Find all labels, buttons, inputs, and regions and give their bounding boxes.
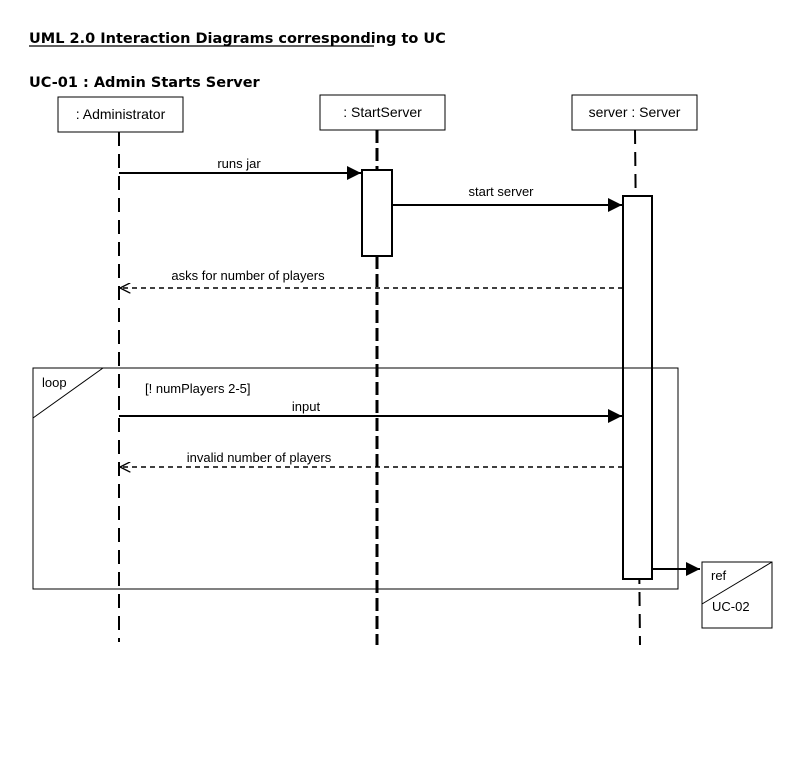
lifeline-server: server : Server (571, 94, 698, 646)
administrator-label: : Administrator (76, 106, 166, 122)
lifeline-startserver: : StartServer (319, 94, 446, 645)
lifeline-administrator: : Administrator (57, 96, 184, 642)
ref-uc-02: ref UC-02 (652, 561, 773, 629)
server-head (571, 94, 698, 131)
runs-jar-label: runs jar (217, 156, 261, 171)
use-case-subtitle: UC-01 : Admin Starts Server (29, 75, 261, 91)
invalid-players-label: invalid number of players (187, 450, 332, 465)
diagram-title: UML 2.0 Interaction Diagrams correspondi… (29, 31, 446, 47)
ref-corner (701, 561, 773, 605)
input-label: input (292, 399, 321, 414)
startserver-activation (361, 169, 393, 257)
server-label: server : Server (589, 104, 681, 120)
ref-target-label: UC-02 (712, 599, 750, 614)
server-activation (622, 195, 653, 580)
loop-corner (32, 367, 104, 419)
message-input: input (119, 399, 622, 423)
start-server-label: start server (468, 184, 534, 199)
ref-frame (701, 561, 773, 629)
ref-operator-label: ref (711, 568, 727, 583)
loop-guard: [! numPlayers 2-5] (145, 381, 251, 396)
message-invalid-players: invalid number of players (120, 450, 623, 467)
administrator-head (57, 96, 184, 133)
startserver-head (319, 94, 446, 131)
loop-frame (32, 367, 679, 590)
startserver-label: : StartServer (343, 104, 422, 120)
loop-operator-label: loop (42, 375, 67, 390)
loop-fragment: loop [! numPlayers 2-5] (32, 367, 679, 590)
asks-for-players-label: asks for number of players (171, 268, 325, 283)
message-runs-jar: runs jar (119, 156, 361, 180)
message-asks-for-players: asks for number of players (120, 268, 623, 288)
message-start-server: start server (392, 184, 622, 212)
